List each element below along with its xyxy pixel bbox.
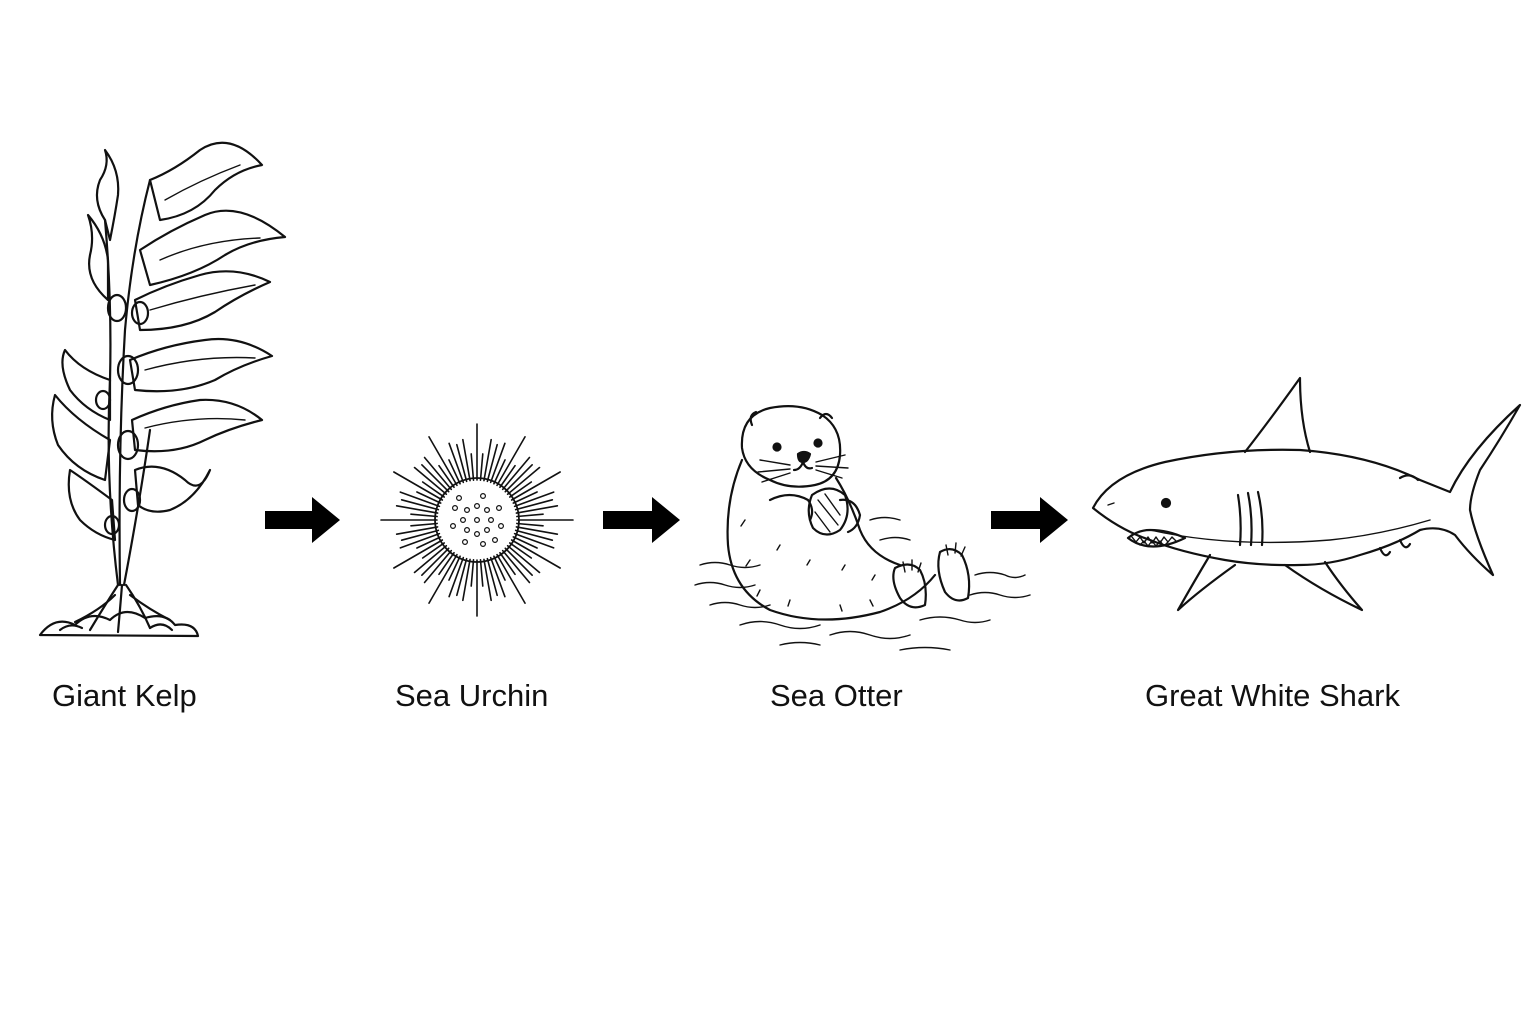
sea-urchin-icon — [380, 423, 574, 617]
right-arrow-icon — [603, 497, 680, 543]
kelp-icon — [38, 141, 287, 638]
label-sea-urchin: Sea Urchin — [395, 678, 549, 713]
right-arrow-icon — [265, 497, 340, 543]
shark-icon — [1091, 376, 1522, 612]
label-sea-otter: Sea Otter — [770, 678, 903, 713]
sea-otter-icon — [694, 405, 1031, 651]
label-great-white-shark: Great White Shark — [1145, 678, 1400, 713]
label-giant-kelp: Giant Kelp — [52, 678, 197, 713]
right-arrow-icon — [991, 497, 1068, 543]
